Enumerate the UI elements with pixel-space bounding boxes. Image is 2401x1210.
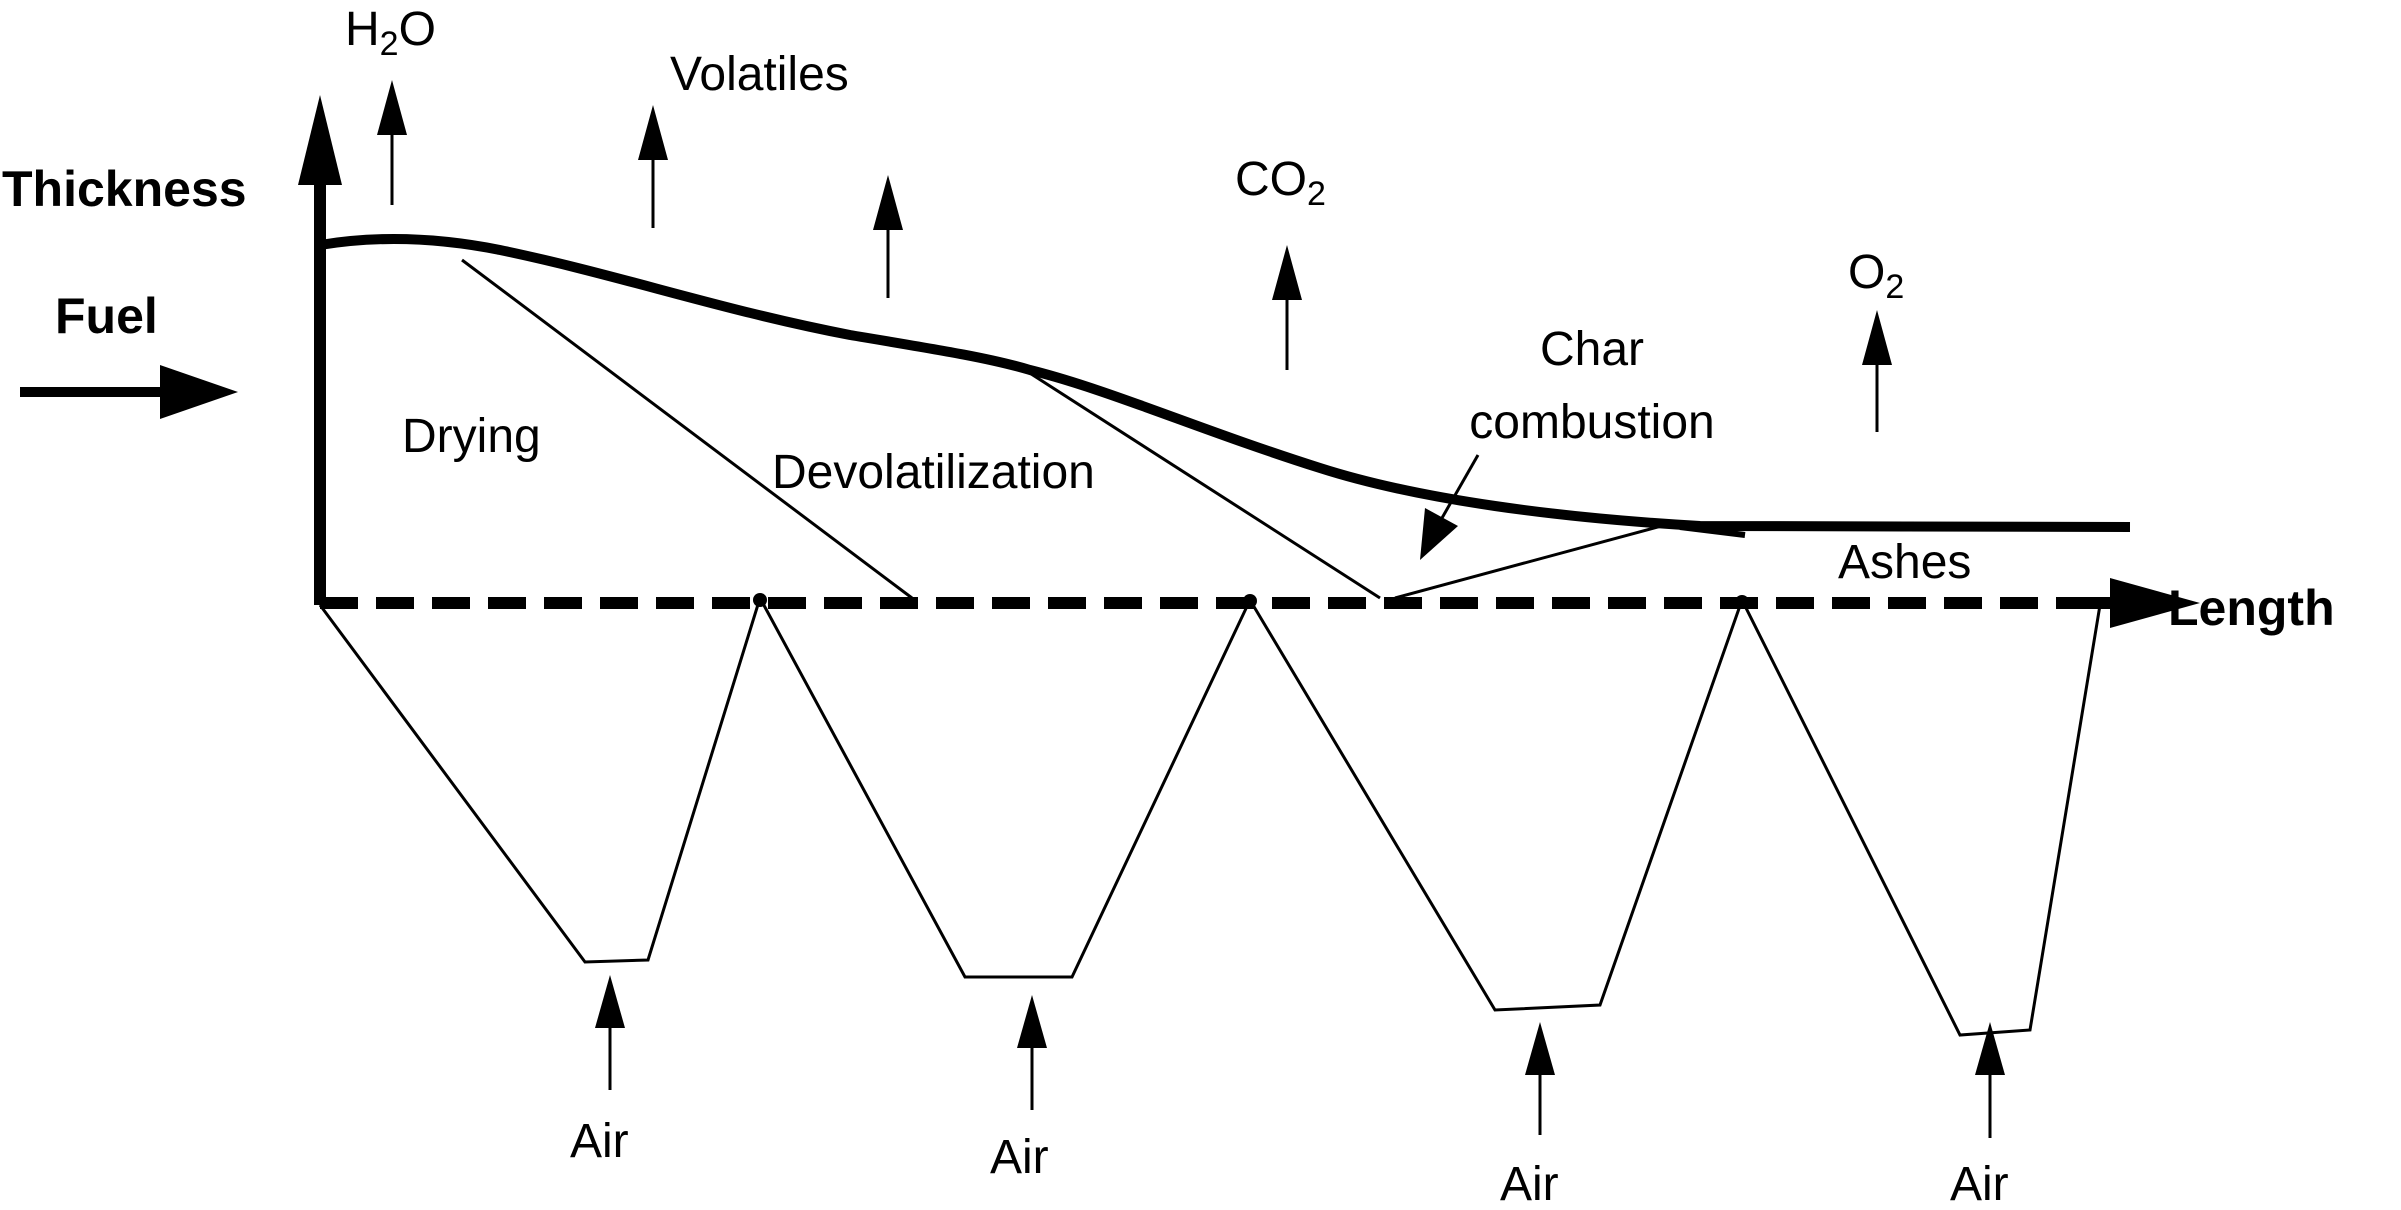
drying-front-line [461,258,913,600]
volatiles-arrow-2 [873,175,903,298]
volatiles-arrow-1 [638,105,668,228]
air-arrow-2 [1017,995,1047,1110]
air-arrow-1 [595,975,625,1090]
thickness-label: Thickness [2,161,247,217]
length-axis [320,578,2200,628]
co2-arrow [1272,245,1302,370]
devolatilization-label: Devolatilization [772,446,1095,499]
air-label-3: Air [1500,1158,1559,1205]
air-junction-dots [753,593,1749,609]
air-label-2: Air [990,1131,1049,1184]
co2-label: CO2 [1235,153,1326,213]
air-arrow-3 [1525,1022,1555,1135]
air-distribution-lines [318,594,2102,1037]
air-label-1: Air [570,1115,629,1168]
char-combustion-label-line1: Char [1540,323,1644,376]
h2o-label: H2O [345,3,436,63]
char-combustion-label-line2: combustion [1469,396,1714,449]
h2o-arrow [377,80,407,205]
fuel-label: Fuel [55,288,158,344]
char-pointer-arrow [1420,454,1480,560]
o2-arrow [1862,310,1892,432]
devolatilization-front-line [1024,368,1381,600]
drying-label: Drying [402,410,541,463]
bed-surface-curve [319,233,2131,532]
fuel-arrow [20,365,238,419]
char-front-line [1394,523,1666,600]
thickness-axis [298,95,342,605]
air-label-4: Air [1950,1158,2009,1205]
bed-surface-kink [1679,524,1746,538]
air-arrow-4 [1975,1022,2005,1138]
o2-label: O2 [1848,246,1904,306]
ashes-label: Ashes [1838,536,1971,589]
length-label: Length [2168,580,2335,636]
volatiles-label: Volatiles [670,48,849,101]
